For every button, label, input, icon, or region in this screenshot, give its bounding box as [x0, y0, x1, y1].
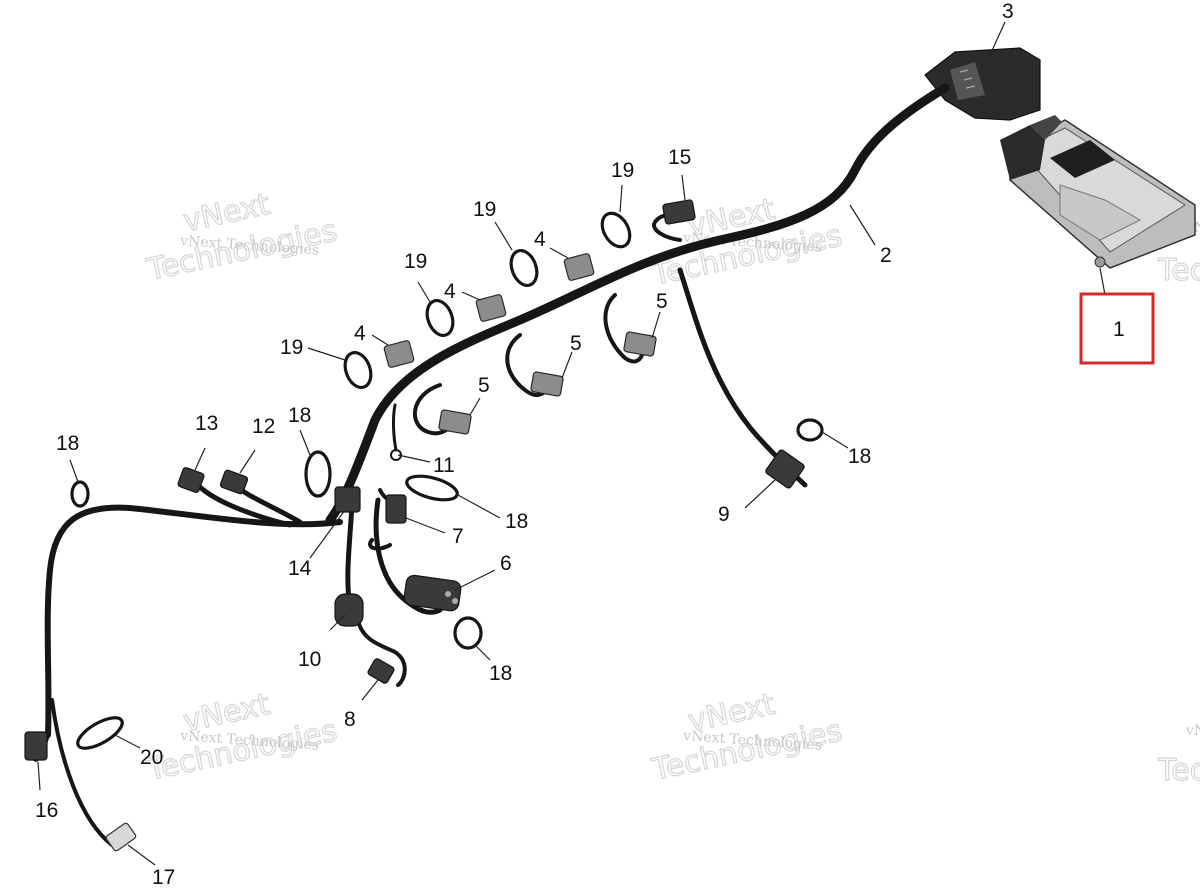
callout-3: 3 — [1002, 0, 1014, 23]
callout-5: 5 — [478, 374, 490, 397]
callout-20: 20 — [140, 746, 163, 769]
callout-18: 18 — [848, 445, 871, 468]
callout-18: 18 — [56, 432, 79, 455]
callout-17: 17 — [152, 866, 175, 889]
leader-lines — [37, 21, 1106, 866]
callout-18: 18 — [489, 662, 512, 685]
callout-13: 13 — [195, 412, 218, 435]
callout-6: 6 — [500, 552, 512, 575]
ecu-module — [1000, 115, 1196, 269]
callout-9: 9 — [718, 503, 730, 526]
callout-2: 2 — [880, 244, 892, 267]
callout-19: 19 — [611, 159, 634, 182]
callout-19: 19 — [473, 198, 496, 221]
callout-5: 5 — [656, 290, 668, 313]
callout-18: 18 — [288, 404, 311, 427]
callout-18: 18 — [505, 510, 528, 533]
connectors — [24, 199, 805, 852]
callout-10: 10 — [298, 648, 321, 671]
highlight-box — [1079, 292, 1155, 365]
callout-4: 4 — [354, 322, 366, 345]
main-connector — [924, 47, 1041, 121]
callout-12: 12 — [252, 415, 275, 438]
callout-14: 14 — [288, 557, 312, 580]
callout-5: 5 — [570, 332, 582, 355]
callout-4: 4 — [534, 228, 546, 251]
watermark-small: vNext Technologies — [1185, 723, 1200, 739]
callout-8: 8 — [344, 708, 356, 731]
callout-16: 16 — [35, 799, 58, 822]
watermark-large: Technologies — [1157, 253, 1200, 288]
wiring-harness — [31, 83, 950, 847]
callout-7: 7 — [452, 525, 464, 548]
callout-4: 4 — [444, 280, 456, 303]
watermark-large: Technologies — [1157, 753, 1200, 788]
callout-15: 15 — [668, 146, 691, 169]
callout-19: 19 — [404, 250, 427, 273]
callout-19: 19 — [280, 336, 303, 359]
callout-1: 1 — [1113, 318, 1125, 341]
cable-ties — [70, 211, 824, 750]
watermarks: vNext Technologies vNext Technologies vN… — [143, 186, 1200, 788]
callout-numbers: 1 2 3 4 4 4 5 5 5 6 7 8 9 10 11 12 13 14… — [35, 0, 1125, 889]
callout-11: 11 — [433, 454, 455, 477]
